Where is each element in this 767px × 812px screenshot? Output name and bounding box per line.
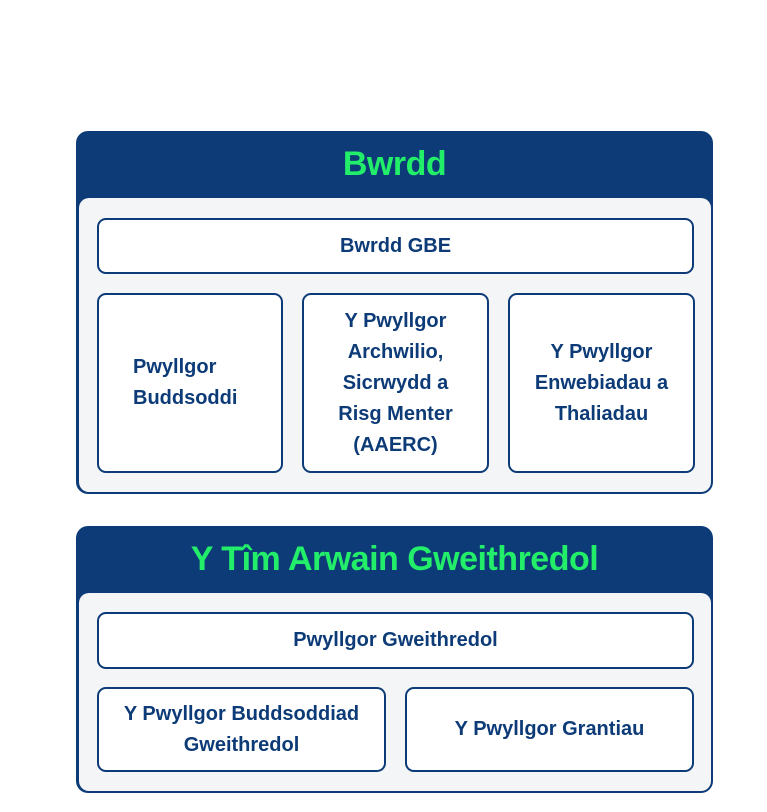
executive-committee-box: Pwyllgor Gweithredol: [97, 612, 694, 669]
audit-committee-label: Y Pwyllgor Archwilio, Sicrwydd a Risg Me…: [338, 309, 453, 456]
board-panel-title: Bwrdd: [342, 144, 447, 183]
executive-panel-body: Pwyllgor Gweithredol Y Pwyllgor Buddsodd…: [79, 593, 711, 791]
nominations-committee-label: Y Pwyllgor Enwebiadau a Thaliadau: [534, 340, 669, 425]
board-panel-body: Bwrdd GBE Pwyllgor Buddsoddi Y Pwyllgor …: [79, 198, 711, 492]
nominations-committee-box: Y Pwyllgor Enwebiadau a Thaliadau: [508, 293, 695, 473]
executive-investment-committee-box: Y Pwyllgor Buddsoddiad Gweithredol: [97, 687, 386, 772]
executive-panel: Y Tîm Arwain Gweithredol Pwyllgor Gweith…: [76, 526, 713, 793]
executive-panel-title: Y Tîm Arwain Gweithredol: [190, 539, 599, 578]
investment-committee-box: Pwyllgor Buddsoddi: [97, 293, 283, 473]
audit-committee-box: Y Pwyllgor Archwilio, Sicrwydd a Risg Me…: [302, 293, 489, 473]
board-gbe-box: Bwrdd GBE: [97, 218, 694, 274]
executive-investment-committee-label: Y Pwyllgor Buddsoddiad Gweithredol: [123, 702, 360, 756]
board-panel: Bwrdd Bwrdd GBE Pwyllgor Buddsoddi Y Pwy…: [76, 131, 713, 494]
grants-committee-box: Y Pwyllgor Grantiau: [405, 687, 694, 772]
investment-committee-label: Pwyllgor Buddsoddi: [133, 356, 238, 409]
